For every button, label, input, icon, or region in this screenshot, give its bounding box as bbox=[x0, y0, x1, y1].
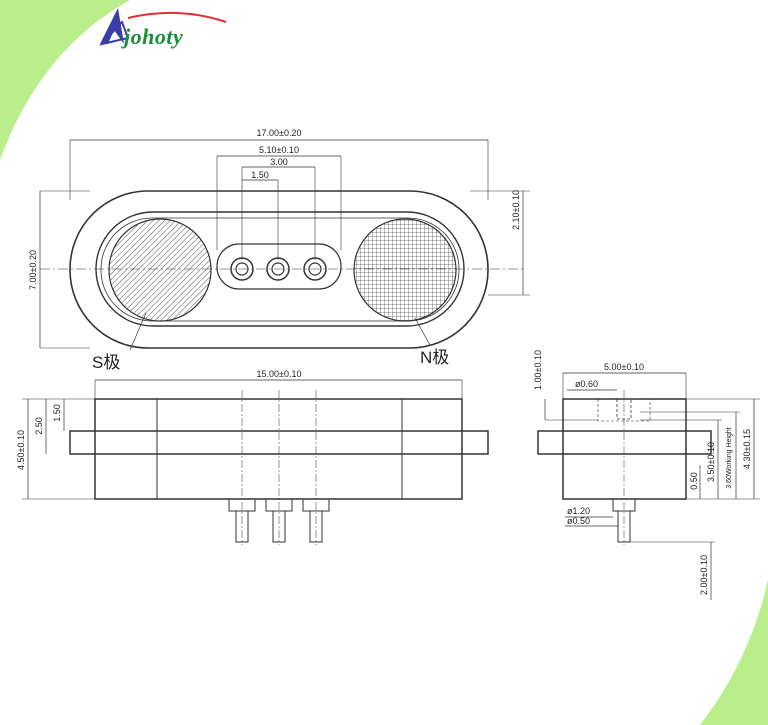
top-depth-label: 1.00±0.10 bbox=[533, 350, 543, 390]
hole-dia-label: ø0.60 bbox=[575, 379, 598, 389]
side-pin bbox=[617, 510, 631, 543]
top-view bbox=[39, 139, 530, 351]
south-pole-magnet bbox=[108, 218, 212, 322]
front-pin-3 bbox=[309, 510, 323, 543]
south-pole-label: S极 bbox=[92, 353, 120, 372]
side-body bbox=[562, 398, 687, 500]
side-view bbox=[537, 372, 760, 600]
north-pole-label: N极 bbox=[420, 348, 449, 367]
pin-housing bbox=[216, 243, 342, 290]
front-pin-2 bbox=[272, 510, 286, 543]
brand-name: johoty bbox=[124, 24, 184, 49]
north-pole-magnet bbox=[353, 218, 457, 322]
total-height-label: 4.50±0.10 bbox=[16, 430, 26, 470]
side-flange bbox=[537, 430, 712, 455]
body-height-label: 4.30±0.15 bbox=[742, 429, 752, 469]
outer-oval bbox=[69, 190, 489, 349]
front-body bbox=[94, 398, 463, 500]
pin-offset-label: 0.50 bbox=[689, 472, 699, 490]
side-width-label: 5.00±0.10 bbox=[604, 362, 644, 372]
height-offset-label: 2.10±0.10 bbox=[511, 190, 521, 230]
pitch-outer-label: 3.00 bbox=[270, 157, 288, 167]
working-height-label: 3.60Working Height bbox=[726, 427, 733, 488]
pin-height-label: 3.50±0.10 bbox=[706, 442, 716, 482]
pin-dia-label: ø0.50 bbox=[567, 516, 590, 526]
pin-span-label: 5.10±0.10 bbox=[259, 145, 299, 155]
pitch-inner-label: 1.50 bbox=[251, 170, 269, 180]
pin-length-label: 2.00±0.10 bbox=[699, 555, 709, 595]
flange-height-label: 2.50 bbox=[34, 417, 44, 435]
overall-length-label: 17.00±0.20 bbox=[257, 128, 302, 138]
brand-logo: johoty bbox=[78, 4, 238, 56]
overall-height-label: 7.00±0.20 bbox=[28, 250, 38, 290]
body-length-label: 15.00±0.10 bbox=[257, 369, 302, 379]
logo-mark-icon bbox=[99, 8, 227, 46]
front-view bbox=[22, 379, 489, 545]
front-pin-1 bbox=[235, 510, 249, 543]
top-step-label: 1.50 bbox=[52, 404, 62, 422]
pin-base-dia-label: ø1.20 bbox=[567, 506, 590, 516]
